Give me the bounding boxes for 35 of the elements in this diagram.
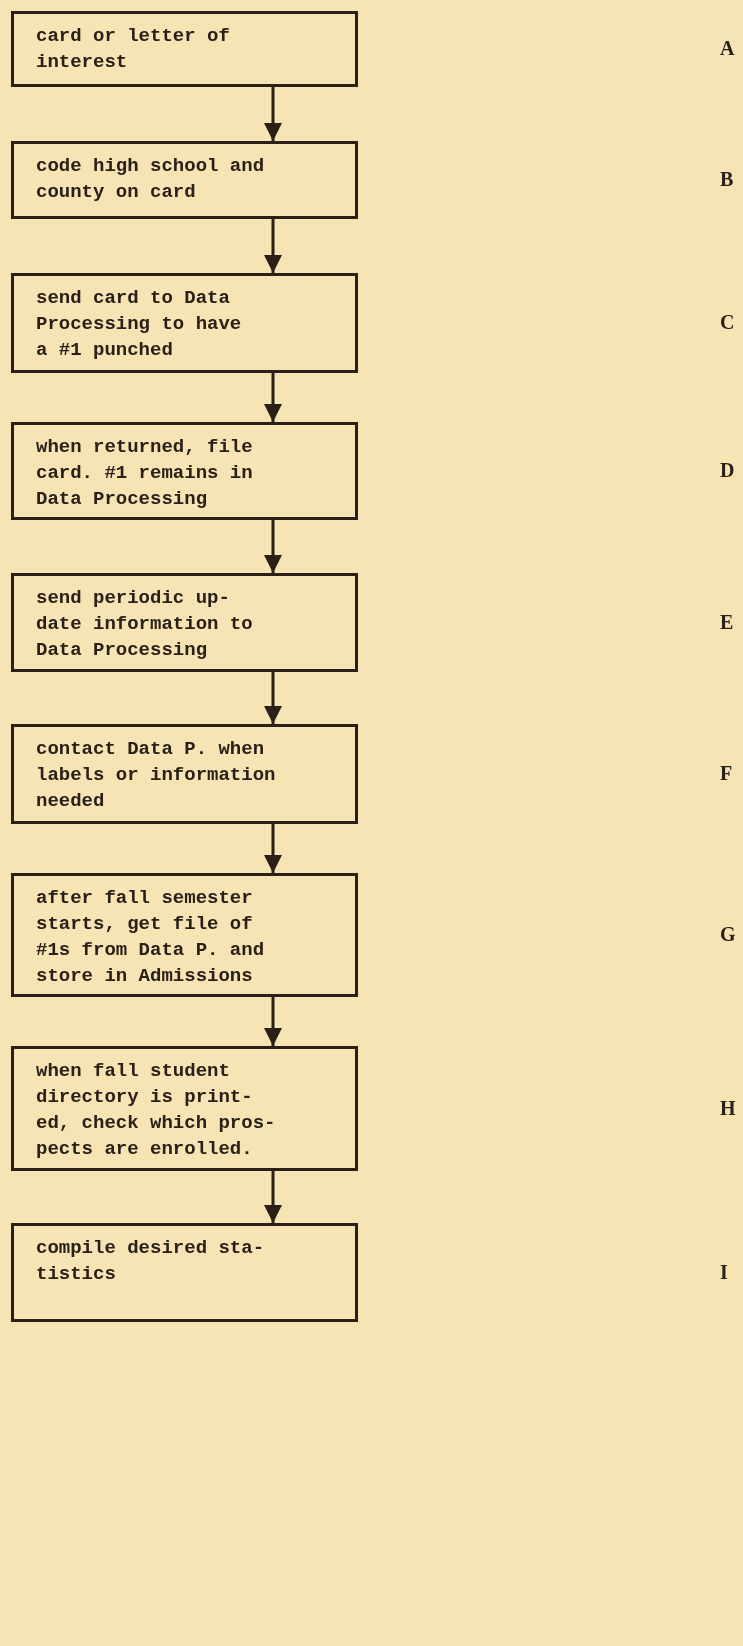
step-text: card or letter of interest	[36, 24, 231, 75]
step-text: when fall student directory is print- ed, check which pros- pects are enrolled.	[36, 1059, 277, 1162]
step-letter: F	[720, 762, 733, 785]
process-box	[11, 422, 358, 520]
step-letter: I	[720, 1260, 728, 1284]
step-text: when returned, file card. #1 remains in Data Processing	[36, 435, 254, 512]
process-box	[11, 273, 358, 373]
arrow	[264, 1171, 282, 1223]
arrow	[264, 520, 282, 573]
step-text: code high school and county on card	[36, 154, 266, 205]
process-box	[11, 873, 358, 997]
process-box	[11, 1046, 358, 1171]
step-letter: E	[720, 610, 734, 634]
step-text: compile desired sta- tistics	[36, 1236, 266, 1287]
arrow	[264, 824, 282, 873]
arrow	[264, 672, 282, 724]
process-box	[11, 141, 358, 219]
step-letter: C	[720, 311, 735, 334]
step-text: send periodic up- date information to Data Processing	[36, 586, 254, 663]
step-letter: G	[720, 923, 736, 946]
step-text: send card to Data Processing to have a #1 punched	[36, 286, 243, 363]
step-letter: B	[720, 168, 734, 191]
step-letter: D	[720, 459, 735, 482]
arrow	[264, 87, 282, 141]
step-text: contact Data P. when labels or information needed	[36, 737, 277, 814]
process-box	[11, 1223, 358, 1322]
step-letter: H	[720, 1096, 736, 1120]
arrow	[264, 373, 282, 422]
arrow	[264, 219, 282, 273]
arrow	[264, 997, 282, 1046]
process-box	[11, 724, 358, 824]
step-text: after fall semester starts, get file of #1s from Data P. and store in Admissions	[36, 886, 266, 989]
step-letter: A	[720, 37, 735, 60]
process-box	[11, 573, 358, 672]
process-box	[11, 11, 358, 87]
